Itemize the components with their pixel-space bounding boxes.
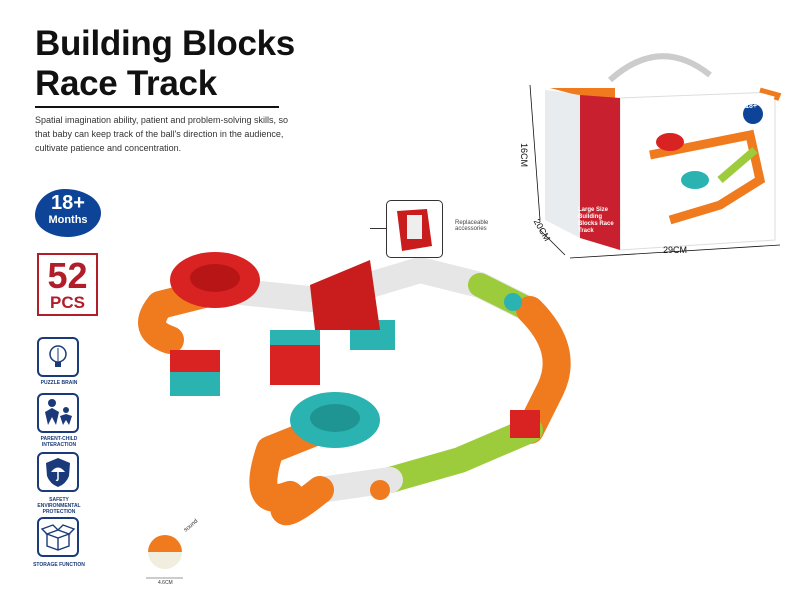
track-orange-curve-left [138, 276, 234, 354]
teal-ball [504, 293, 522, 311]
feature-label-parent-child: PARENT-CHILD INTERACTION [40, 436, 78, 448]
pieces-badge: 52 PCS [37, 253, 98, 316]
box-red-panel [580, 95, 620, 250]
height-label: 16CM [519, 142, 530, 168]
race-track-toy-image [138, 252, 571, 526]
open-box-icon [37, 517, 79, 557]
block [170, 370, 220, 396]
title-line-1: Building Blocks [35, 24, 295, 63]
age-number: 18+ [51, 192, 85, 214]
pieces-number: 52 [47, 255, 88, 296]
feature-label-storage: STORAGE FUNCTION [33, 562, 85, 568]
box-age-badge: 18+ [745, 103, 757, 110]
feature-label-puzzle: PUZZLE BRAIN [40, 380, 78, 386]
track-orange-bottom [249, 416, 334, 526]
age-badge: 18+ Months [35, 189, 101, 237]
shield-umbrella-icon [37, 452, 79, 492]
track-orange-right-bend [516, 296, 571, 444]
orange-ball [370, 480, 390, 500]
accessory-callout-image [386, 200, 443, 258]
brain-bulb-icon [37, 337, 79, 377]
package-box-image [529, 53, 782, 259]
callout-line [370, 228, 386, 229]
feature-label-safety: SAFETY ENVIRONMENTAL PROTECTION [37, 497, 81, 515]
description: Spatial imagination ability, patient and… [35, 115, 288, 153]
track-green-slope [377, 417, 543, 493]
pieces-unit: PCS [50, 293, 85, 312]
title-divider [35, 106, 279, 108]
width-label: 29CM [663, 245, 688, 255]
sound-ball-image [146, 535, 183, 579]
red-tower [310, 260, 380, 330]
box-title: Large Size Building Blocks Race Track [578, 207, 614, 234]
callout-label: Replaceable accessories [455, 220, 489, 232]
title-line-2: Race Track [35, 64, 217, 103]
age-unit: Months [48, 214, 88, 226]
ball-size-label: 4.6CM [158, 580, 173, 586]
box-handle [607, 53, 712, 83]
parent-child-icon [37, 393, 79, 433]
